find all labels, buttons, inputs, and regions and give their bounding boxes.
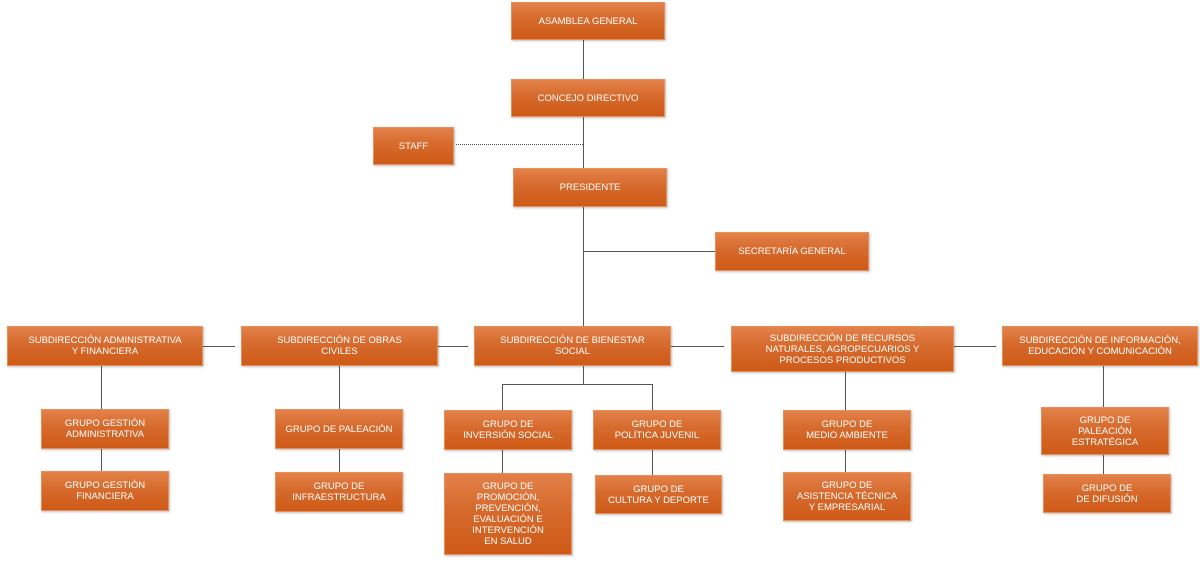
node-grupo-paleacion: GRUPO DE PALEACIÓN xyxy=(275,409,403,449)
connector-line xyxy=(1103,366,1104,407)
connector-line xyxy=(583,251,715,252)
connector-line xyxy=(502,384,653,385)
connector-line xyxy=(845,450,846,472)
connector-line xyxy=(101,449,102,471)
node-grupo-gestion-administrativa: GRUPO GESTIÓN ADMINISTRATIVA xyxy=(41,409,169,449)
node-sub-bienestar-social: SUBDIRECCIÓN DE BIENESTAR SOCIAL xyxy=(474,326,671,366)
node-grupo-inversion-social: GRUPO DE INVERSIÓN SOCIAL xyxy=(444,410,572,450)
connector-line xyxy=(203,346,235,347)
connector-line xyxy=(502,450,503,473)
node-sub-informacion: SUBDIRECCIÓN DE INFORMACIÓN, EDUCACIÓN Y… xyxy=(1002,326,1198,366)
node-sub-recursos-naturales: SUBDIRECCIÓN DE RECURSOS NATURALES, AGRO… xyxy=(731,326,954,372)
node-grupo-gestion-financiera: GRUPO GESTIÓN FINANCIERA xyxy=(41,471,169,511)
connector-line xyxy=(671,346,724,347)
node-sub-administrativa: SUBDIRECCIÓN ADMINISTRATIVA Y FINANCIERA xyxy=(7,326,203,366)
node-asamblea-general: ASAMBLEA GENERAL xyxy=(511,2,665,40)
connector-line xyxy=(101,366,102,409)
connector-line xyxy=(339,449,340,472)
node-grupo-politica-juvenil: GRUPO DE POLÍTICA JUVENIL xyxy=(593,410,721,450)
node-grupo-difusion: GRUPO DE DE DIFUSIÓN xyxy=(1043,474,1171,513)
node-grupo-infraestructura: GRUPO DE INFRAESTRUCTURA xyxy=(275,472,403,512)
node-grupo-asistencia-tecnica: GRUPO DE ASISTENCIA TÉCNICA Y EMPRESARIA… xyxy=(783,472,911,521)
node-sub-obras-civiles: SUBDIRECCIÓN DE OBRAS CIVILES xyxy=(241,326,438,366)
connector-line xyxy=(1103,455,1104,474)
node-concejo-directivo: CONCEJO DIRECTIVO xyxy=(511,79,665,117)
connector-line xyxy=(583,366,584,384)
node-grupo-paleacion-estrategica: GRUPO DE PALEACIÓN ESTRATÉGICA xyxy=(1041,407,1169,455)
connector-line xyxy=(502,384,503,410)
node-secretaria-general: SECRETARÍA GENERAL xyxy=(715,232,869,271)
connector-line xyxy=(954,346,996,347)
node-grupo-cultura-deporte: GRUPO DE CULTURA Y DEPORTE xyxy=(595,475,722,514)
connector-line xyxy=(652,450,653,475)
node-grupo-medio-ambiente: GRUPO DE MEDIO AMBIENTE xyxy=(783,410,911,450)
node-presidente: PRESIDENTE xyxy=(513,168,667,207)
staff-dotted-connector xyxy=(456,144,583,145)
connector-line xyxy=(438,346,468,347)
node-grupo-promocion-salud: GRUPO DE PROMOCIÓN, PREVENCIÓN, EVALUACI… xyxy=(444,473,572,555)
connector-line xyxy=(845,372,846,410)
node-staff: STAFF xyxy=(373,127,454,165)
connector-line xyxy=(339,366,340,409)
connector-line xyxy=(652,384,653,410)
